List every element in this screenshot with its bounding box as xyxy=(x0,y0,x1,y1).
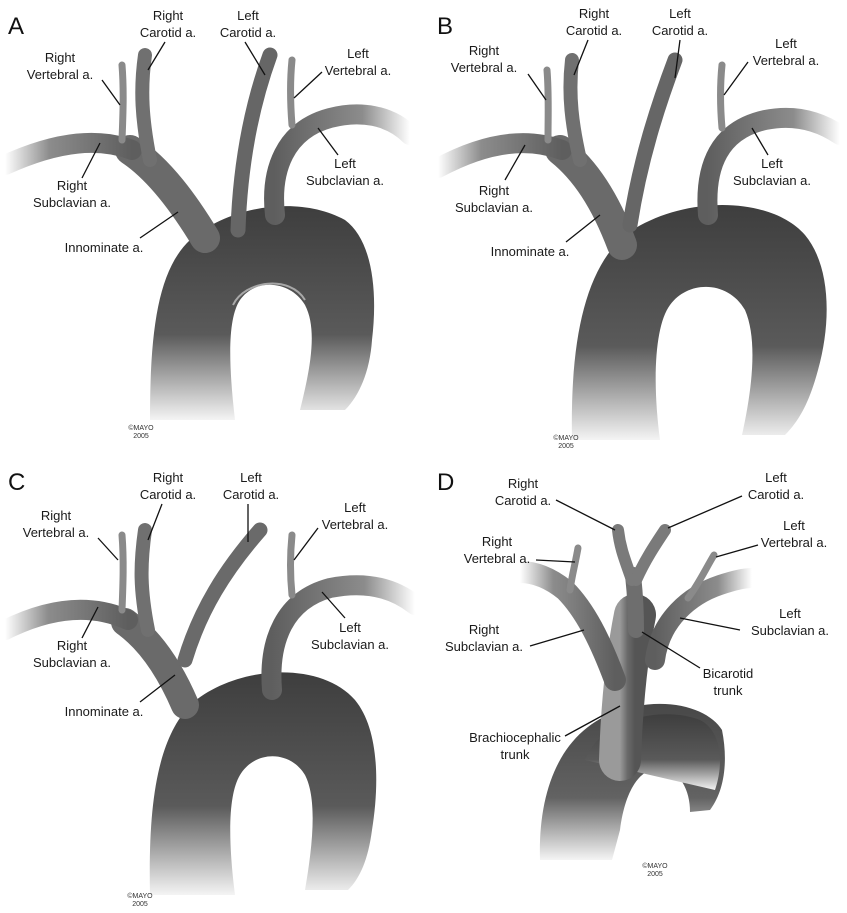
aortic-arch xyxy=(150,206,374,420)
label-innominate: Innominate a. xyxy=(65,212,178,255)
right-vertebral-artery xyxy=(122,65,123,140)
left-vertebral-artery xyxy=(291,535,293,595)
left-carotid-artery xyxy=(630,60,675,225)
right-vertebral-artery xyxy=(122,535,123,610)
left-subclavian-artery xyxy=(655,578,752,660)
panel-letter: A xyxy=(8,13,24,40)
right-carotid-artery xyxy=(570,60,580,160)
panel-letter: C xyxy=(8,469,25,496)
innominate-artery xyxy=(438,143,622,245)
panel-letter: B xyxy=(437,13,453,40)
right-vertebral-artery xyxy=(547,70,548,140)
innominate-artery xyxy=(5,143,205,238)
svg-text:Innominate a.: Innominate a. xyxy=(65,240,144,255)
right-carotid-artery xyxy=(142,530,148,630)
left-carotid-artery xyxy=(185,530,260,660)
right-vertebral-artery xyxy=(570,548,578,590)
left-vertebral-artery xyxy=(721,65,723,128)
svg-text:Innominate a.: Innominate a. xyxy=(491,244,570,259)
panel-letter: D xyxy=(437,469,454,496)
left-vertebral-artery xyxy=(291,60,293,125)
label-innominate: Innominate a. xyxy=(491,215,600,259)
right-carotid-artery xyxy=(142,55,150,160)
svg-text:Innominate a.: Innominate a. xyxy=(65,704,144,719)
